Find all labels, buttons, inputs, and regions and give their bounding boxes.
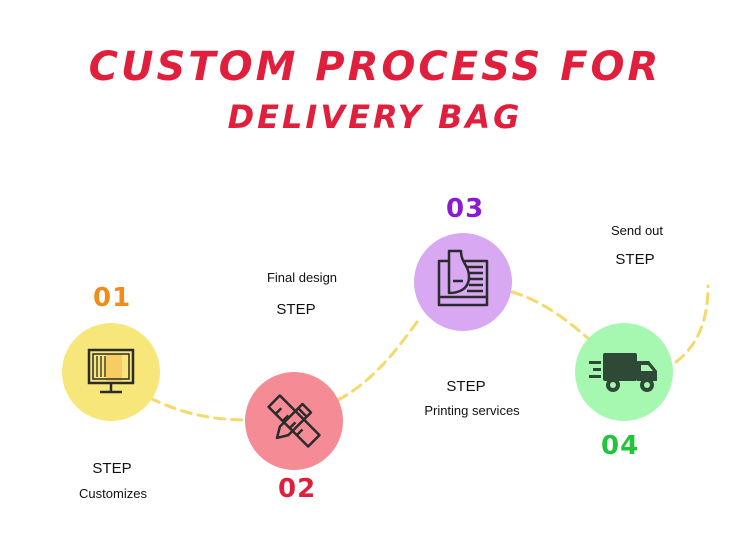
step-4-description: Send out bbox=[610, 223, 664, 238]
step-2-number: 02 bbox=[278, 474, 317, 504]
step-3-description: Printing services bbox=[424, 403, 520, 418]
step-1-circle bbox=[62, 323, 160, 421]
step-3-circle bbox=[414, 233, 512, 331]
step-3-label: STEP bbox=[446, 378, 486, 395]
step-2-description: Final design bbox=[266, 270, 338, 285]
step-1-number: 01 bbox=[93, 283, 132, 313]
printing-document-icon bbox=[437, 249, 489, 307]
step-1-label: STEP bbox=[92, 460, 132, 477]
step-2-circle bbox=[245, 372, 343, 470]
title-line-2: DELIVERY BAG bbox=[227, 98, 523, 136]
step-2-label: STEP bbox=[276, 301, 316, 318]
step-3-number: 03 bbox=[446, 194, 485, 224]
computer-monitor-icon bbox=[87, 348, 135, 394]
step-4-circle bbox=[575, 323, 673, 421]
step-4-label: STEP bbox=[615, 251, 655, 268]
delivery-truck-icon bbox=[589, 353, 657, 392]
step-4-number: 04 bbox=[601, 431, 640, 461]
title-line-1: CUSTOM PROCESS FOR bbox=[88, 44, 662, 90]
step-1-description: Customizes bbox=[79, 486, 147, 501]
pencil-ruler-icon bbox=[267, 394, 321, 448]
